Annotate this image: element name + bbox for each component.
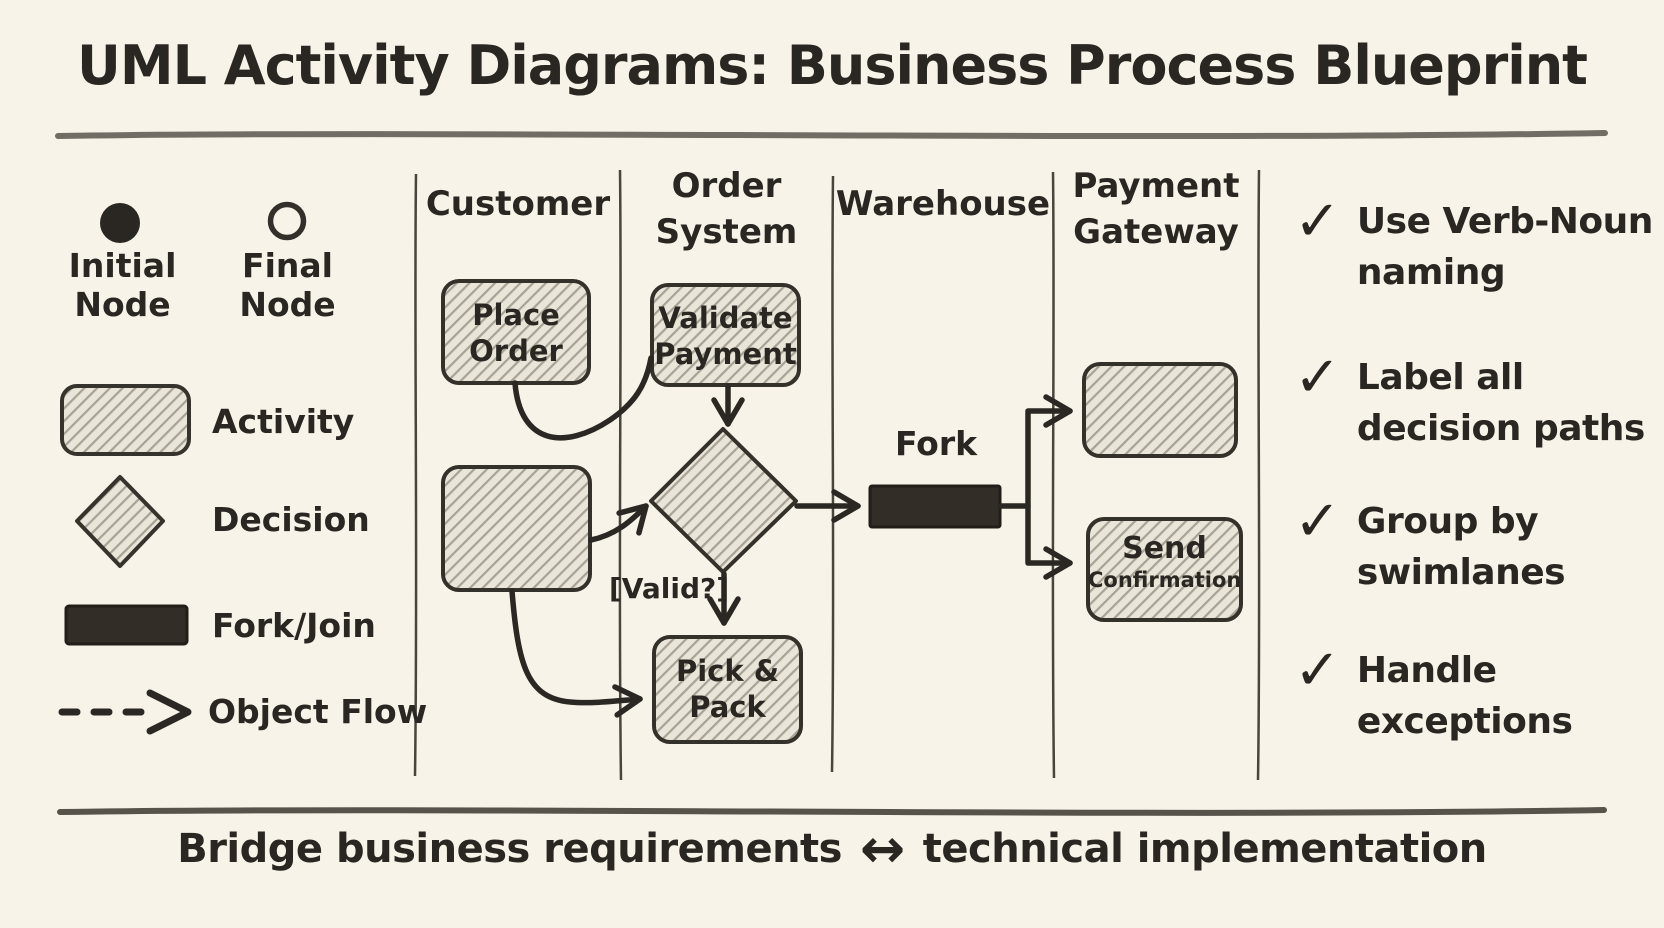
lane-header-order-system: Order System: [655, 166, 798, 252]
checklist-item-text: Label all decision paths: [1356, 357, 1645, 449]
check-icon: ✓: [1294, 489, 1341, 554]
footer-text-left: Bridge business requirements: [177, 826, 842, 872]
legend-final-node-label: Final Node: [239, 246, 336, 324]
lane-header-customer: Customer: [425, 184, 611, 224]
swimlane-divider: [1051, 171, 1056, 779]
checklist-item: ✓ Group by swimlanes: [1294, 489, 1664, 598]
check-icon: ✓: [1294, 638, 1341, 703]
node-label-confirmation: Confirmation: [1088, 568, 1242, 592]
footer-text-right: technical implementation: [922, 826, 1488, 872]
fork-bar: [868, 484, 1002, 529]
title-underline: [55, 130, 1608, 140]
swimlane-divider: [1256, 169, 1261, 781]
node-label-validate-payment: Validate Payment: [654, 301, 797, 371]
initial-node-icon: [100, 203, 140, 243]
flow-customer-to-pick-pack: [509, 588, 643, 718]
fork-join-icon: [64, 604, 189, 646]
activity-icon: [60, 384, 191, 456]
flow-place-order-to-validate: [512, 355, 654, 441]
double-arrow-icon: ↔: [860, 817, 905, 880]
guard-annotation: [Valid?]: [608, 572, 730, 605]
checklist-item: ✓ Use Verb-Noun naming: [1294, 189, 1664, 298]
swimlane-divider: [830, 175, 835, 773]
activity-box-gateway-unlabeled: [1082, 362, 1238, 458]
flow-fork-to-gateway-top: [997, 394, 1073, 509]
node-label-place-order: Place Order: [469, 298, 563, 368]
decision-diamond: [649, 427, 798, 574]
activity-box-pick-pack: [652, 635, 803, 744]
node-label-pick-pack: Pick & Pack: [675, 654, 780, 724]
flow-customer-to-decision: [588, 503, 649, 543]
footer: Bridge business requirements ↔ technical…: [0, 817, 1664, 880]
legend-decision-label: Decision: [212, 500, 370, 539]
checklist-item-text: Group by swimlanes: [1356, 501, 1566, 593]
legend-object-flow-label: Object Flow: [208, 692, 428, 731]
legend-activity-label: Activity: [212, 402, 355, 441]
decision-icon: [75, 475, 165, 568]
legend-fork-join-label: Fork/Join: [212, 606, 376, 645]
lane-header-warehouse: Warehouse: [835, 184, 1051, 224]
flow-fork-to-send-confirmation: [1025, 503, 1073, 580]
page-title: UML Activity Diagrams: Business Process …: [77, 34, 1588, 97]
checklist-item: ✓ Handle exceptions: [1294, 638, 1664, 747]
check-icon: ✓: [1294, 189, 1341, 254]
fork-annotation: Fork: [894, 424, 978, 463]
final-node-icon: [267, 201, 307, 241]
activity-box-validate-payment: [650, 283, 801, 387]
swimlane-divider: [413, 173, 418, 777]
swimlane-divider: [618, 169, 623, 781]
lane-header-payment-gateway: Payment Gateway: [1072, 166, 1240, 252]
legend-initial-node-label: Initial Node: [68, 246, 177, 324]
checklist-item-text: Handle exceptions: [1356, 650, 1573, 742]
checklist-item-text: Use Verb-Noun naming: [1356, 201, 1654, 293]
check-icon: ✓: [1294, 345, 1341, 410]
activity-box-customer-unlabeled: [441, 465, 592, 592]
footer-divider: [57, 807, 1607, 816]
object-flow-arrowhead-icon: [146, 689, 192, 735]
activity-box-send-confirmation: [1086, 517, 1243, 622]
node-label-send: Send: [1122, 531, 1207, 566]
checklist-item: ✓ Label all decision paths: [1294, 345, 1664, 454]
